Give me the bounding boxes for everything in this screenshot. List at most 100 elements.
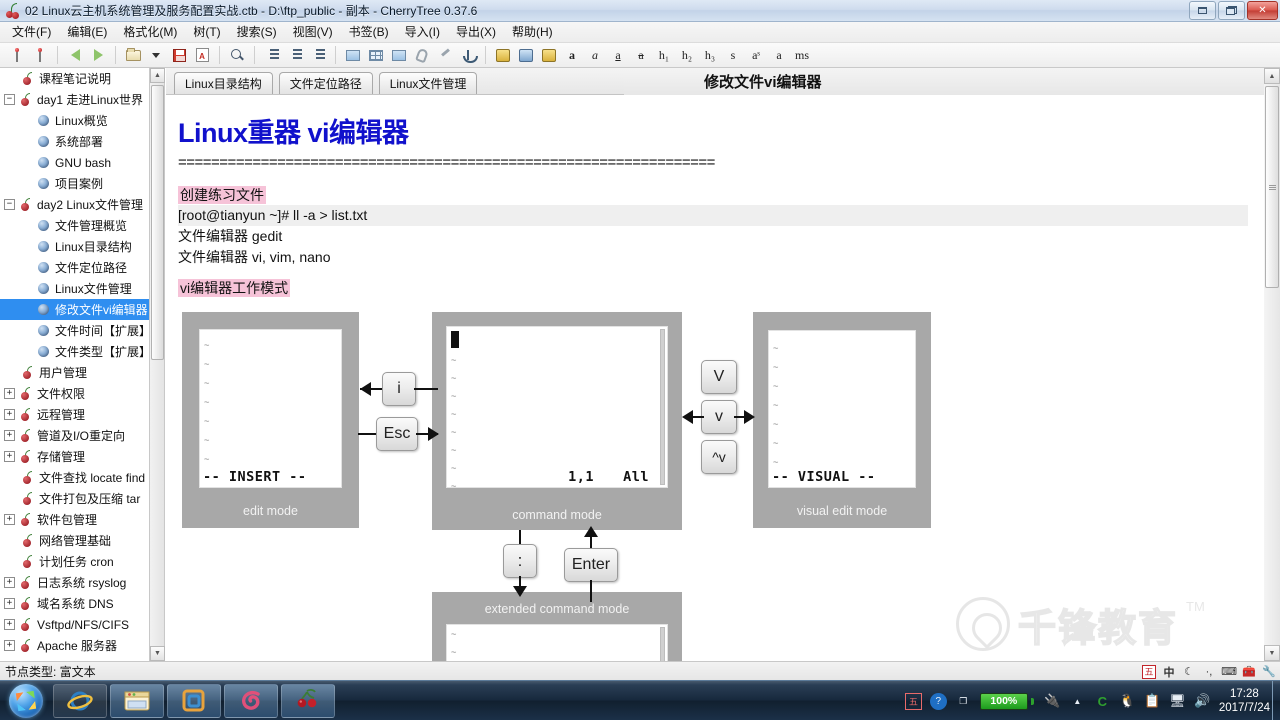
export-pdf-icon[interactable]: A — [191, 45, 213, 66]
tree-expander-expanded-icon[interactable]: − — [4, 199, 15, 210]
insert-image-icon[interactable] — [342, 45, 364, 66]
clipboard-icon[interactable]: 📋 — [1144, 693, 1161, 708]
c-icon[interactable]: C — [1097, 693, 1108, 709]
tree-item[interactable]: +软件包管理 — [0, 509, 149, 530]
action-center-icon[interactable]: 五 — [904, 692, 922, 710]
insert-table-icon[interactable] — [365, 45, 387, 66]
show-desktop-button[interactable] — [1272, 681, 1280, 720]
tree-expander-expanded-icon[interactable]: − — [4, 94, 15, 105]
tab-linux-directory-structure[interactable]: Linux目录结构 — [174, 72, 273, 94]
close-button[interactable]: ✕ — [1247, 1, 1278, 20]
tree-item[interactable]: Linux概览 — [0, 110, 149, 131]
tree-expander-collapsed-icon[interactable]: + — [4, 430, 15, 441]
network-icon[interactable]: 🖥 — [1169, 693, 1186, 708]
underline-button[interactable]: a — [615, 47, 621, 62]
tree-item[interactable]: 文件打包及压缩 tar — [0, 488, 149, 509]
menu-help[interactable]: 帮助(H) — [511, 24, 553, 39]
tree-item[interactable]: 文件时间【扩展】 — [0, 320, 149, 341]
strikethrough-button[interactable]: a — [638, 47, 644, 62]
tree-expander-collapsed-icon[interactable]: + — [4, 409, 15, 420]
tree-item[interactable]: −day2 Linux文件管理 — [0, 194, 149, 215]
tree-expander-collapsed-icon[interactable]: + — [4, 514, 15, 525]
forward-arrow-icon[interactable] — [87, 45, 109, 66]
taskbar-cherrytree[interactable] — [281, 683, 335, 718]
battery-indicator[interactable]: 100% — [979, 692, 1034, 710]
rich-text-editor[interactable]: Linux重器 vi编辑器 ==========================… — [166, 95, 1248, 661]
tree-item[interactable]: +远程管理 — [0, 404, 149, 425]
help-icon[interactable]: ? — [929, 692, 947, 710]
menu-import[interactable]: 导入(I) — [404, 24, 440, 39]
tree-expander-collapsed-icon[interactable]: + — [4, 388, 15, 399]
ime-language-icon[interactable]: 中 — [1163, 666, 1175, 679]
tree-item[interactable]: 计划任务 cron — [0, 551, 149, 572]
back-arrow-icon[interactable] — [64, 45, 86, 66]
italic-button[interactable]: a — [592, 47, 598, 62]
tree-item[interactable]: +Vsftpd/NFS/CIFS — [0, 614, 149, 635]
penguin-icon[interactable]: 🐧 — [1119, 693, 1136, 708]
wrench-icon[interactable]: 🔧 — [1262, 666, 1276, 678]
show-hidden-icons-icon[interactable]: ❐ — [959, 695, 968, 706]
menu-bookmark[interactable]: 书签(B) — [348, 24, 389, 39]
heading3-button[interactable]: h₃ — [704, 47, 716, 62]
tree-item[interactable]: 用户管理 — [0, 362, 149, 383]
keyboard-icon[interactable]: ⌨ — [1221, 666, 1237, 678]
save-icon[interactable] — [168, 45, 190, 66]
insert-anchor-icon[interactable] — [457, 45, 479, 66]
taskbar-screen-capture[interactable] — [224, 683, 278, 718]
taskbar-file-explorer[interactable] — [110, 683, 164, 718]
tree-expander-collapsed-icon[interactable]: + — [4, 619, 15, 630]
tree-item[interactable]: +域名系统 DNS — [0, 593, 149, 614]
tree-item[interactable]: Linux文件管理 — [0, 278, 149, 299]
tree-item[interactable]: 系统部署 — [0, 131, 149, 152]
bulleted-list-icon[interactable] — [261, 45, 283, 66]
document-scroll-up-button[interactable]: ▲ — [1264, 68, 1280, 84]
subscript-button[interactable]: a — [776, 47, 782, 62]
tree-item[interactable]: 课程笔记说明 — [0, 68, 149, 89]
open-file-icon[interactable] — [122, 45, 144, 66]
moon-icon[interactable]: ☾ — [1184, 666, 1194, 678]
tree-item[interactable]: −day1 走进Linux世界 — [0, 89, 149, 110]
small-text-button[interactable]: s — [730, 47, 736, 62]
highlight-color-icon[interactable] — [538, 45, 560, 66]
tree-scrollbar[interactable]: ▲ ▼ — [150, 68, 165, 661]
tree-item[interactable]: 文件管理概览 — [0, 215, 149, 236]
tree-item[interactable]: 修改文件vi编辑器 — [0, 299, 149, 320]
tree-item[interactable]: 文件查找 locate find — [0, 467, 149, 488]
document-scroll-thumb[interactable] — [1265, 86, 1279, 288]
volume-icon[interactable]: 🔊 — [1194, 693, 1211, 708]
chevron-down-icon[interactable] — [145, 45, 167, 66]
insert-codebox-icon[interactable] — [388, 45, 410, 66]
tree-item[interactable]: GNU bash — [0, 152, 149, 173]
tree-item[interactable]: 项目案例 — [0, 173, 149, 194]
document-scrollbar[interactable]: ▲ ▼ — [1264, 68, 1280, 661]
tree-item[interactable]: +Apache 服务器 — [0, 635, 149, 656]
toolbox-icon[interactable]: 🧰 — [1242, 666, 1256, 678]
tab-linux-file-management[interactable]: Linux文件管理 — [378, 72, 478, 94]
tree-item[interactable]: +存储管理 — [0, 446, 149, 467]
tree-expander-collapsed-icon[interactable]: + — [4, 451, 15, 462]
next-node-icon[interactable] — [29, 45, 51, 66]
tree-item[interactable]: +管道及I/O重定向 — [0, 425, 149, 446]
start-button[interactable] — [2, 682, 50, 720]
tree-scroll-up-button[interactable]: ▲ — [150, 68, 165, 83]
menu-view[interactable]: 视图(V) — [292, 24, 333, 39]
foreground-color-icon[interactable] — [492, 45, 514, 66]
punctuation-icon[interactable]: ·, — [1205, 665, 1213, 678]
tree-item[interactable]: +文件权限 — [0, 383, 149, 404]
todo-list-icon[interactable] — [307, 45, 329, 66]
taskbar-vmware[interactable] — [167, 683, 221, 718]
menu-format[interactable]: 格式化(M) — [123, 24, 178, 39]
tree-expander-collapsed-icon[interactable]: + — [4, 577, 15, 588]
background-color-icon[interactable] — [515, 45, 537, 66]
tree-expander-collapsed-icon[interactable]: + — [4, 598, 15, 609]
tree-item[interactable]: Linux目录结构 — [0, 236, 149, 257]
show-hidden-arrow-icon[interactable]: ▲ — [1073, 696, 1082, 706]
tree-scroll-down-button[interactable]: ▼ — [150, 646, 165, 661]
superscript-button[interactable]: aˢ — [752, 47, 760, 62]
tree-item[interactable]: 文件类型【扩展】 — [0, 341, 149, 362]
attach-file-icon[interactable] — [411, 45, 433, 66]
taskbar-internet-explorer[interactable] — [53, 683, 107, 718]
document-scroll-down-button[interactable]: ▼ — [1264, 645, 1280, 661]
ime-mode-icon[interactable]: 五 — [1142, 664, 1156, 679]
